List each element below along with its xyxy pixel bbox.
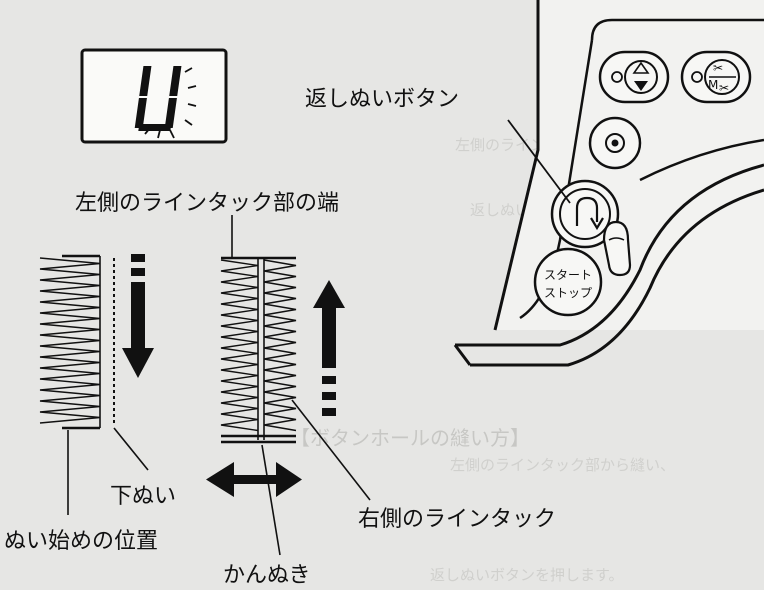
thread-cutter-icon: ✂ M ✂ [704,59,740,95]
label-start-position: ぬい始めの位置 [4,529,158,554]
start-stop-label-1: スタート [544,268,592,282]
ghost-line-4: 返しぬいボタンを押します。 [430,566,624,584]
label-backstitch-button: 返しぬいボタン [305,87,459,112]
double-arrow-icon [206,462,302,497]
label-bar-tack: かんぬき [223,563,311,588]
svg-text:✂: ✂ [713,61,723,75]
right-zigzag-stitch [220,259,297,432]
reverse-stitch-button[interactable] [550,179,620,249]
backstitch-leader [507,119,571,204]
thread-cutter-button[interactable]: ✂ M ✂ [680,50,752,104]
arrow-up-icon [313,280,345,416]
bar-tack-leader [261,444,281,556]
lcd-display-icon [80,48,228,144]
label-left-tuck-edge: 左側のラインタック部の端 [75,191,339,216]
leader-lines [67,215,371,556]
start-stop-label-2: ストップ [544,286,592,300]
needle-position-button[interactable] [588,116,642,170]
zigzag-path [39,257,101,424]
ghost-heading: 【ボタンホールの縫い方】 [290,426,530,450]
needle-up-down-icon [624,60,658,94]
needle-position-icon [605,133,625,153]
zigzag-path [263,259,297,432]
reverse-stitch-icon [575,196,604,231]
ghost-line-3: 左側のラインタック部から縫い、 [450,456,675,474]
cutter-m-label: M [708,78,718,92]
left-zigzag-stitch [39,257,101,424]
label-under-stitch: 下ぬい [110,484,176,509]
under-stitch-leader [113,427,149,471]
right-tuck-leader [291,399,371,501]
needle-up-down-button[interactable] [598,50,670,104]
arrow-down-icon [122,254,154,378]
label-right-line-tuck: 右側のラインタック [358,507,556,532]
start-stop-button[interactable]: スタート ストップ [533,247,603,317]
zigzag-path [220,259,259,432]
finger-icon [602,220,632,277]
svg-text:✂: ✂ [719,81,729,95]
